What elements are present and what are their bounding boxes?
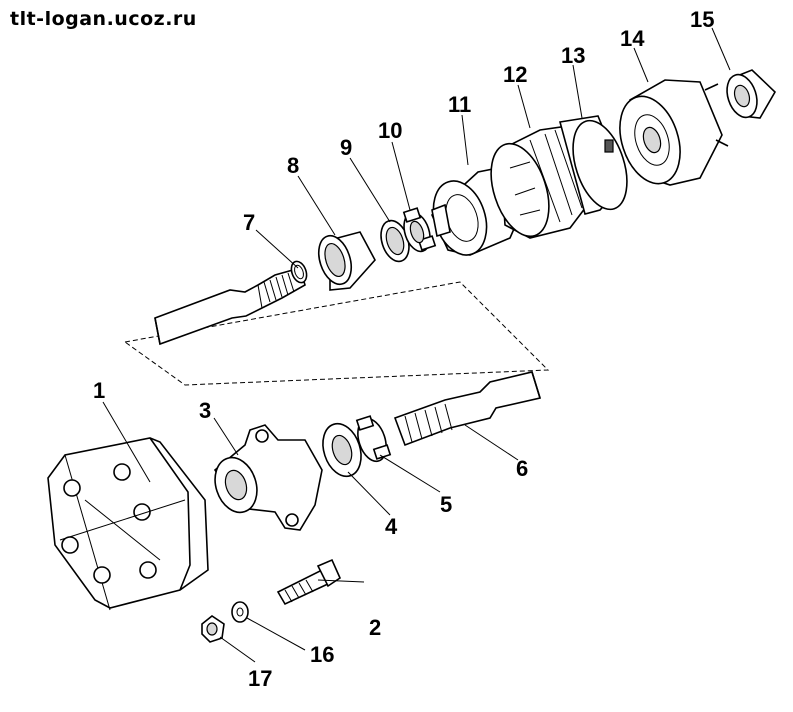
part-7-circlip xyxy=(290,260,308,284)
upper-shaft xyxy=(154,267,306,346)
callout-15: 15 xyxy=(690,7,714,32)
callout-16: 16 xyxy=(310,642,334,667)
callout-11: 11 xyxy=(448,92,471,117)
callout-2: 2 xyxy=(369,615,381,640)
part-8-bearing-ring xyxy=(317,231,376,291)
part-4-seal xyxy=(322,422,362,478)
callout-7: 7 xyxy=(243,210,255,235)
callout-9: 9 xyxy=(340,135,352,160)
callout-14: 14 xyxy=(620,26,645,51)
callout-8: 8 xyxy=(287,153,299,178)
connection-dash-frame xyxy=(123,281,550,386)
callout-17: 17 xyxy=(248,666,272,691)
part-3-flange-yoke xyxy=(213,424,323,531)
leader-lines xyxy=(102,27,731,663)
part-15-hub-cap xyxy=(726,69,777,119)
callout-3: 3 xyxy=(199,398,211,423)
part-9-seal-ring xyxy=(380,219,410,263)
callout-6: 6 xyxy=(516,456,528,481)
site-watermark: tlt-logan.ucoz.ru xyxy=(10,8,197,30)
callout-labels: 1 2 3 4 5 6 7 8 9 10 11 12 13 14 15 16 1… xyxy=(93,7,714,691)
callout-12: 12 xyxy=(503,62,527,87)
part-1-flex-coupling xyxy=(47,437,209,611)
callout-4: 4 xyxy=(385,514,398,539)
callout-13: 13 xyxy=(561,43,585,68)
part-14-outer-cv-joint xyxy=(619,79,729,186)
callout-5: 5 xyxy=(440,492,452,517)
part-2-bolt xyxy=(276,558,342,606)
part-5-tripod xyxy=(355,415,392,463)
part-10-tripod-spider xyxy=(402,207,437,253)
callout-1: 1 xyxy=(93,378,105,403)
part-17-nut xyxy=(201,615,225,643)
part-16-washer xyxy=(231,601,249,623)
part-13-clamp-band xyxy=(558,115,628,215)
part-6-splined-shaft xyxy=(393,371,542,447)
callout-10: 10 xyxy=(378,118,402,143)
